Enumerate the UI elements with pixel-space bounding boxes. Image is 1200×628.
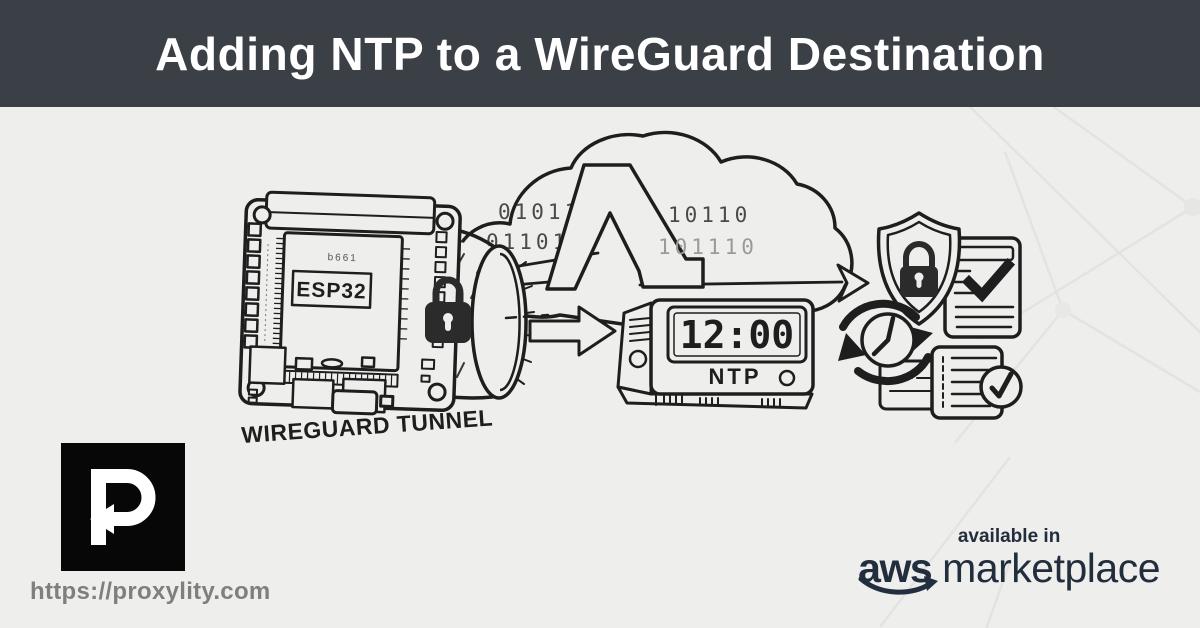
ntp-time: 12:00 xyxy=(680,313,794,357)
shield-lock-icon xyxy=(876,211,962,326)
padlock-icon xyxy=(425,276,471,343)
aws-tagline: available in xyxy=(957,526,1061,547)
esp32-chip-label: ESP32 xyxy=(296,278,367,303)
proxylity-p-arrow-icon xyxy=(90,469,156,545)
page-title: Adding NTP to a WireGuard Destination xyxy=(155,27,1045,80)
ntp-label: NTP xyxy=(709,364,762,389)
network-node xyxy=(1184,198,1200,216)
diagram-illustration: 01011 011011 10110 101110 xyxy=(238,107,1200,628)
time-sync-icon xyxy=(838,299,933,386)
proxylity-logo xyxy=(61,443,185,571)
aws-marketplace-badge: available in aws marketplace xyxy=(858,526,1160,595)
document-verified-icon xyxy=(930,345,1023,420)
aws-lambda-icon xyxy=(545,163,705,291)
sync-card xyxy=(878,359,942,411)
aws-product-text: marketplace xyxy=(942,545,1160,591)
site-url: https://proxylity.com xyxy=(30,578,271,605)
binary-text: 101110 xyxy=(658,235,758,259)
background-network-lines xyxy=(879,107,1200,628)
binary-text: 10110 xyxy=(668,203,751,227)
arrow-cloud-to-security xyxy=(836,263,870,303)
aws-smile-icon xyxy=(858,576,939,595)
aws-brand-text: aws xyxy=(858,545,933,591)
network-node xyxy=(1055,302,1071,318)
security-cluster xyxy=(838,211,1023,420)
binary-text: 01011 xyxy=(498,200,581,224)
chip-marking: b661 xyxy=(327,252,358,264)
ntp-clock: 12:00 NTP xyxy=(616,298,815,410)
checklist-check-icon xyxy=(943,236,1022,339)
esp32-board: b661 ESP32 xyxy=(238,190,462,416)
header-bar: Adding NTP to a WireGuard Destination xyxy=(0,0,1200,107)
arrow-tunnel-to-ntp xyxy=(528,305,617,357)
